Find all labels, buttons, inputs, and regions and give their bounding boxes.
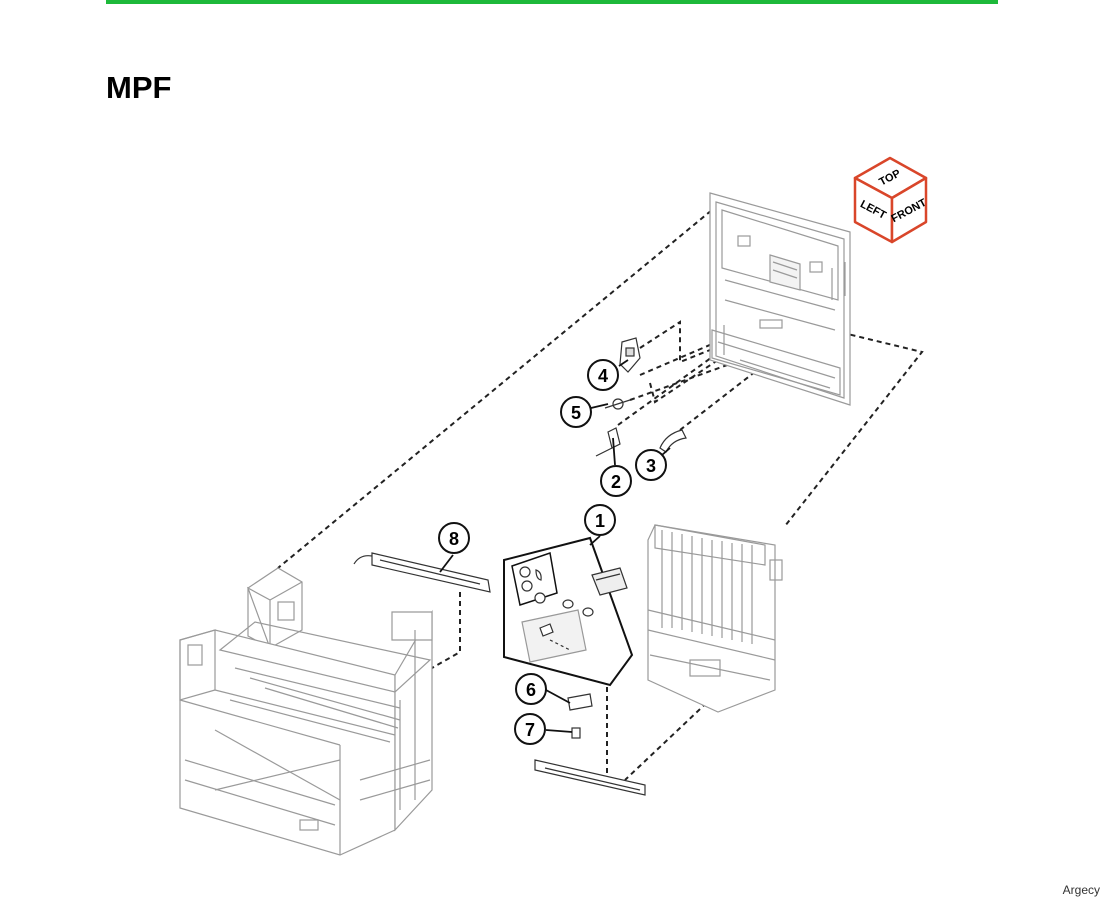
header-rule: [106, 0, 998, 4]
svg-text:4: 4: [598, 366, 608, 386]
svg-text:7: 7: [525, 720, 535, 740]
callout-7: 7: [514, 713, 546, 745]
svg-text:5: 5: [571, 403, 581, 423]
footer-brand: Argecy: [1062, 883, 1100, 897]
callout-2: 2: [600, 465, 632, 497]
svg-text:6: 6: [526, 680, 536, 700]
svg-text:1: 1: [595, 511, 605, 531]
page-title: MPF: [106, 70, 172, 105]
orientation-cube-icon: TOP LEFT FRONT: [853, 156, 929, 244]
part-1-kit-box: [503, 536, 634, 687]
duplex-transfer-unit: [647, 524, 783, 713]
callout-1: 1: [584, 504, 616, 536]
printer-base-frame: [179, 567, 433, 856]
svg-text:2: 2: [611, 472, 621, 492]
callout-8: 8: [438, 522, 470, 554]
small-parts: [353, 337, 687, 796]
callout-6: 6: [515, 673, 547, 705]
callout-5: 5: [560, 396, 592, 428]
mpf-door-assembly: [709, 192, 851, 406]
callout-3: 3: [635, 449, 667, 481]
svg-text:8: 8: [449, 529, 459, 549]
callouts: 1 2 3 4 5 6 7 8: [438, 359, 671, 745]
svg-text:3: 3: [646, 456, 656, 476]
callout-4: 4: [587, 359, 619, 391]
